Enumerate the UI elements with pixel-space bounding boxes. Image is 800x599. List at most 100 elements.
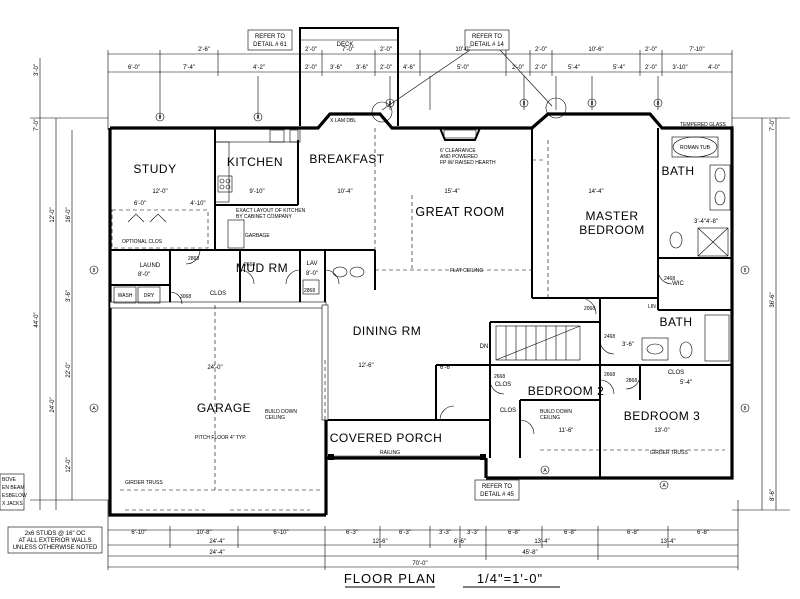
lav-fixtures xyxy=(302,266,365,295)
svg-text:X JACKS: X JACKS xyxy=(2,501,24,507)
room-kitchen: KITCHEN xyxy=(227,155,283,169)
svg-text:REFER TO: REFER TO xyxy=(255,34,285,40)
svg-text:24'-0": 24'-0" xyxy=(50,397,56,412)
svg-text:4'-2": 4'-2" xyxy=(253,65,265,71)
room-bath-hall: BATH xyxy=(659,315,692,329)
svg-text:BOVE: BOVE xyxy=(2,477,17,483)
grid-markers: 8 8 8 8 8 8 8 A A A 8 8 xyxy=(89,98,750,490)
svg-text:8'-0": 8'-0" xyxy=(138,272,150,278)
svg-text:AND POWERED: AND POWERED xyxy=(440,154,478,160)
svg-text:2468: 2468 xyxy=(604,334,615,340)
room-garage: GARAGE xyxy=(197,401,251,415)
svg-text:6'-8": 6'-8" xyxy=(627,530,639,536)
svg-text:44'-0": 44'-0" xyxy=(34,312,40,327)
svg-text:2'-0": 2'-0" xyxy=(380,47,392,53)
svg-text:6'-0": 6'-0" xyxy=(128,65,140,71)
svg-text:6'-3": 6'-3" xyxy=(399,530,411,536)
svg-text:6'-10": 6'-10" xyxy=(131,530,146,536)
plan-notes: 2x6 STUDS @ 16" OC AT ALL EXTERIOR WALLS… xyxy=(0,118,727,554)
callout-detail-45: REFER TO DETAIL # 45 xyxy=(474,479,520,501)
laundry-machines: WASH DRY xyxy=(113,286,161,304)
room-covered-porch: COVERED PORCH xyxy=(330,431,443,445)
svg-text:2668: 2668 xyxy=(494,374,505,380)
svg-text:7'-10": 7'-10" xyxy=(689,47,704,53)
grid-marker: A xyxy=(89,403,99,413)
svg-text:3'-6": 3'-6" xyxy=(330,65,342,71)
dims-right: 7'-0" 36'-6" 8'-6" xyxy=(770,119,776,501)
svg-text:2'-0": 2'-0" xyxy=(305,65,317,71)
master-bath-fixtures: ROMAN TUB xyxy=(669,136,731,257)
svg-text:2068: 2068 xyxy=(584,306,595,312)
room-lav: LAV xyxy=(307,261,318,267)
dimension-lines xyxy=(30,50,790,570)
svg-text:6'-8": 6'-8" xyxy=(697,530,709,536)
svg-text:7'-0": 7'-0" xyxy=(342,47,354,53)
svg-text:2868: 2868 xyxy=(188,256,199,262)
svg-text:3'-6": 3'-6" xyxy=(66,290,72,302)
svg-text:2468: 2468 xyxy=(664,276,675,282)
study-optional-closet xyxy=(111,209,209,249)
svg-text:CEILING: CEILING xyxy=(540,415,560,421)
svg-text:10'-6": 10'-6" xyxy=(588,47,603,53)
svg-text:5'-4": 5'-4" xyxy=(613,65,625,71)
svg-text:EXACT LAYOUT OF KITCHEN: EXACT LAYOUT OF KITCHEN xyxy=(236,208,306,214)
note-studs-2: AT ALL EXTERIOR WALLS xyxy=(18,538,91,544)
svg-text:OPTIONAL CLOS: OPTIONAL CLOS xyxy=(122,239,163,245)
svg-text:8: 8 xyxy=(523,101,526,107)
svg-text:2'-0": 2'-0" xyxy=(535,47,547,53)
room-great-room: GREAT ROOM xyxy=(415,205,504,219)
room-study: STUDY xyxy=(133,162,176,176)
svg-text:A: A xyxy=(92,406,96,412)
svg-text:TEMPERED GLASS: TEMPERED GLASS xyxy=(680,122,727,128)
room-clos-c: CLOS xyxy=(668,370,684,376)
svg-text:45'-8": 45'-8" xyxy=(522,550,537,556)
room-clos-a: CLOS xyxy=(495,382,511,388)
title-floor-plan: FLOOR PLAN xyxy=(344,571,436,586)
svg-text:36'-6": 36'-6" xyxy=(770,292,776,307)
door-tags: 2868 2668 2868 3068 2068 2468 2668 2868 … xyxy=(180,256,675,384)
covered-porch-details: RAILING xyxy=(328,450,486,460)
svg-text:13'-0": 13'-0" xyxy=(654,428,669,434)
svg-text:14'-4": 14'-4" xyxy=(588,189,603,195)
svg-text:2'-0": 2'-0" xyxy=(645,65,657,71)
door-swings xyxy=(169,249,673,435)
svg-text:BUILD DOWN: BUILD DOWN xyxy=(540,409,572,415)
svg-text:3068: 3068 xyxy=(180,294,191,300)
svg-text:2'-6": 2'-6" xyxy=(198,47,210,53)
svg-text:8: 8 xyxy=(744,406,747,412)
room-laund: LAUND xyxy=(140,263,161,269)
svg-text:12'-0": 12'-0" xyxy=(152,189,167,195)
svg-text:3'-10": 3'-10" xyxy=(672,65,687,71)
callout-detail-14: REFER TO DETAIL # 14 xyxy=(371,29,567,123)
deck: DECK xyxy=(299,27,399,126)
svg-text:6'-8": 6'-8" xyxy=(508,530,520,536)
svg-text:3'-0": 3'-0" xyxy=(34,64,40,76)
svg-text:2'-0": 2'-0" xyxy=(380,65,392,71)
grid-marker: 8 xyxy=(653,98,663,108)
svg-text:LIN: LIN xyxy=(648,304,656,310)
svg-text:PITCH FLOOR 4" TYP.: PITCH FLOOR 4" TYP. xyxy=(195,435,246,441)
dims-left: 3'-0" 7'-0" 12'-0" 16'-0" 3'-6" 44'-0" 2… xyxy=(34,64,72,473)
grid-marker: 8 xyxy=(587,98,597,108)
svg-text:24'-4": 24'-4" xyxy=(209,550,224,556)
svg-text:9'-10": 9'-10" xyxy=(249,189,264,195)
note-studs-3: UNLESS OTHERWISE NOTED xyxy=(13,545,98,551)
ceiling-lines xyxy=(120,128,725,491)
svg-text:2868: 2868 xyxy=(304,288,315,294)
svg-text:13'-4": 13'-4" xyxy=(660,539,675,545)
title-scale: 1/4"=1'-0" xyxy=(477,571,543,586)
svg-text:24'-4": 24'-4" xyxy=(209,539,224,545)
grid-marker: 8 xyxy=(519,98,529,108)
garage-doors xyxy=(125,509,310,516)
deck-label: DECK xyxy=(337,42,354,48)
fireplace xyxy=(439,127,481,141)
svg-text:10'-8": 10'-8" xyxy=(196,530,211,536)
grid-marker: 8 xyxy=(155,112,165,122)
svg-text:RAILING: RAILING xyxy=(380,450,400,456)
svg-text:16'-0": 16'-0" xyxy=(66,207,72,222)
svg-text:4'-6": 4'-6" xyxy=(403,65,415,71)
svg-text:8: 8 xyxy=(159,115,162,121)
svg-text:6'-6": 6'-6" xyxy=(454,539,466,545)
svg-text:GARBAGE: GARBAGE xyxy=(245,233,270,239)
